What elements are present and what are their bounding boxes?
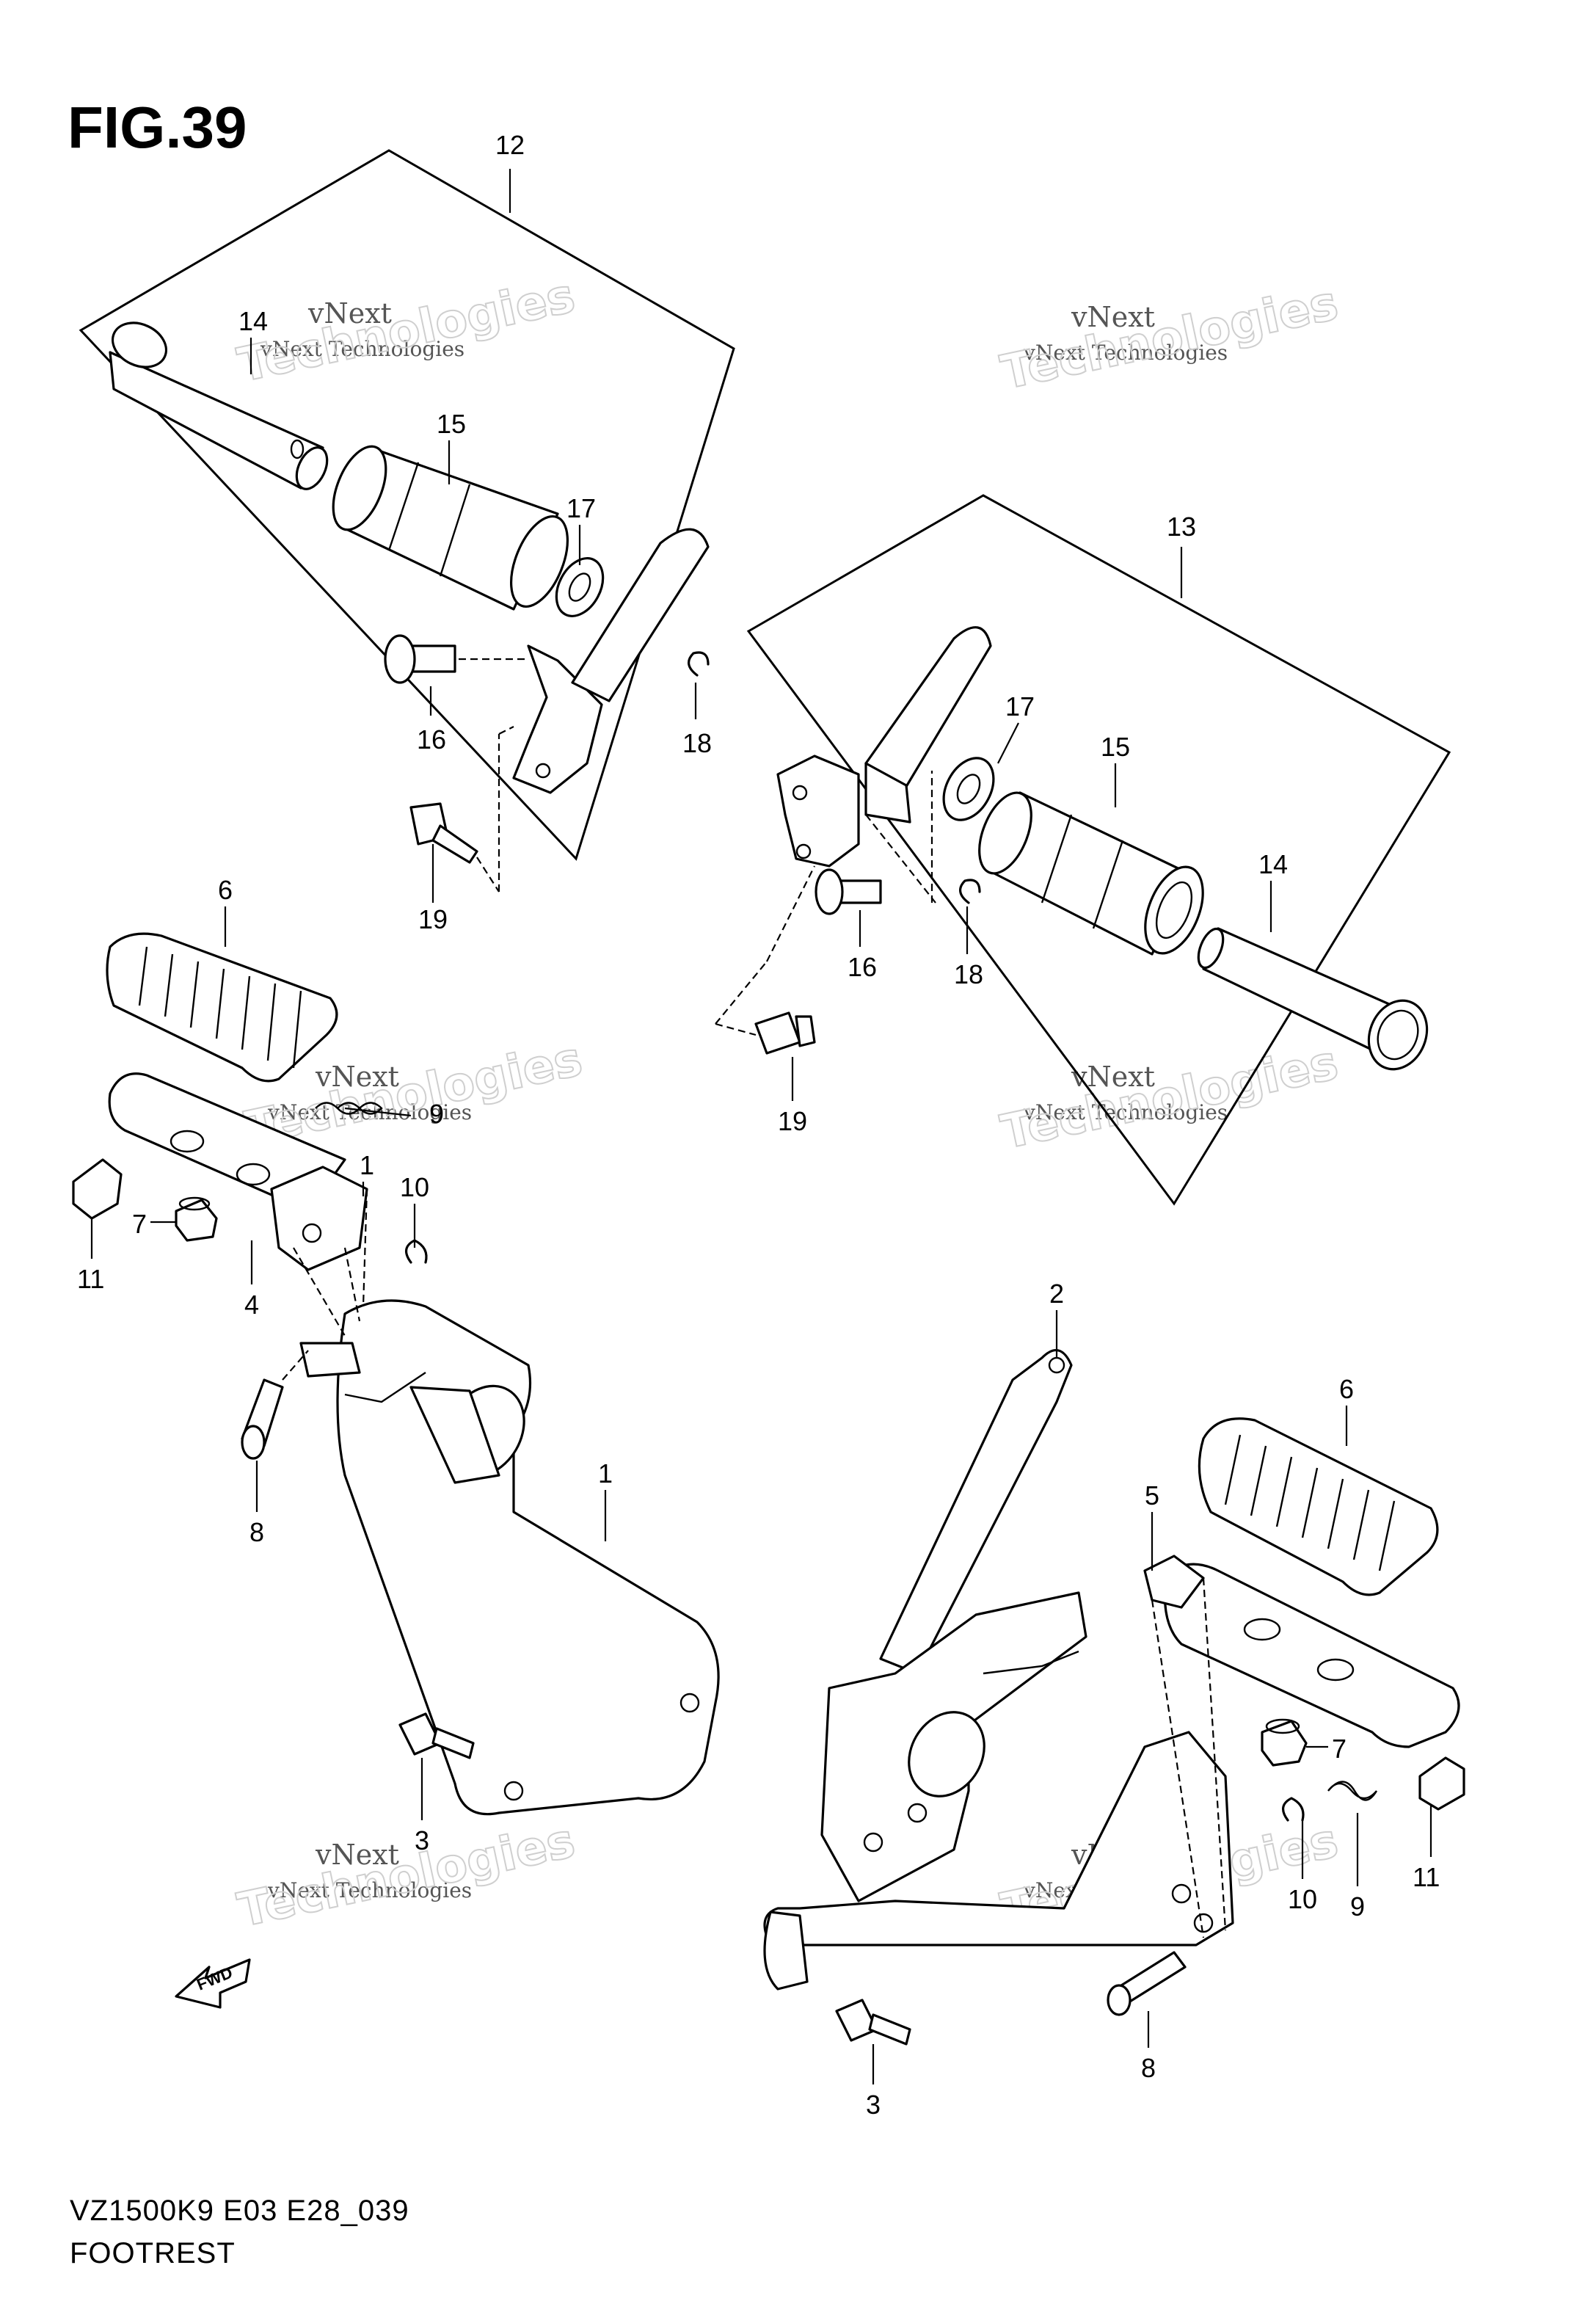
svg-text:vNext: vNext	[315, 1839, 399, 1871]
callout-17b: 17	[1005, 691, 1035, 721]
svg-text:vNext: vNext	[315, 1061, 399, 1093]
footrest-bracket-right	[763, 1591, 1234, 1991]
watermark-5: vNext vNext Technologies Technologies	[233, 1813, 580, 1938]
svg-text:vNext Technologies: vNext Technologies	[267, 1100, 472, 1124]
callout-12a: 12	[495, 130, 525, 160]
assembly-box-13	[746, 494, 1451, 1206]
footpeg-left	[108, 1072, 368, 1271]
model-code: VZ1500K9 E03 E28_039	[70, 2195, 409, 2227]
e-clip-left	[688, 651, 710, 677]
watermark-4: vNext vNext Technologies Technologies	[996, 1035, 1344, 1160]
callout-5: 5	[1145, 1480, 1159, 1511]
callout-6b: 6	[1339, 1374, 1354, 1404]
callout-18b: 18	[954, 959, 983, 989]
callout-14a: 14	[238, 306, 268, 336]
svg-text:vNext: vNext	[307, 297, 392, 330]
callout-7a: 7	[132, 1209, 147, 1239]
callout-15b: 15	[1101, 732, 1130, 762]
callout-11b: 11	[1413, 1862, 1440, 1892]
svg-text:Technologies: Technologies	[233, 1814, 580, 1938]
fwd-arrow-icon: FWD	[175, 1958, 251, 2009]
svg-text:vNext: vNext	[1071, 301, 1155, 333]
callout-4: 4	[244, 1290, 259, 1320]
nut-right	[1261, 1718, 1308, 1767]
figure-title: FIG.39	[68, 95, 247, 160]
footrest-bracket-left	[299, 1299, 720, 1816]
svg-text:vNext Technologies: vNext Technologies	[260, 337, 464, 361]
nut-left	[175, 1196, 218, 1242]
bolt-19-right	[715, 961, 816, 1055]
callout-16a: 16	[417, 724, 446, 755]
figure-caption: FOOTREST	[70, 2237, 236, 2269]
washer-right	[942, 757, 995, 821]
callout-1a: 1	[360, 1150, 374, 1180]
peg-rubber-right	[978, 791, 1204, 956]
peg-pin-right	[1197, 927, 1429, 1071]
pin-8-right	[1107, 1951, 1187, 2016]
clevis-pin-right	[815, 868, 882, 915]
callout-9a: 9	[429, 1099, 444, 1129]
spring-right	[1327, 1781, 1378, 1801]
callout-15a: 15	[437, 409, 466, 439]
e-clip-10-right	[1282, 1797, 1305, 1822]
callout-17a: 17	[566, 493, 596, 523]
callout-9b: 9	[1350, 1891, 1365, 1922]
svg-text:vNext Technologies: vNext Technologies	[1023, 341, 1228, 365]
callout-3b: 3	[866, 2090, 881, 2120]
callout-16b: 16	[848, 952, 877, 982]
svg-text:vNext Technologies: vNext Technologies	[267, 1878, 472, 1902]
e-clip-right	[959, 879, 981, 904]
callout-10a: 10	[400, 1172, 429, 1202]
callout-1b: 1	[598, 1458, 613, 1488]
callout-7b: 7	[1332, 1734, 1347, 1764]
svg-text:vNext Technologies: vNext Technologies	[1023, 1100, 1228, 1124]
footpeg-rubber-left	[106, 932, 338, 1083]
footpeg-rubber-right	[1198, 1417, 1439, 1596]
callout-3a: 3	[415, 1825, 429, 1855]
peg-bracket-right	[776, 626, 992, 868]
peg-rubber-left	[332, 445, 569, 611]
stopper-left	[72, 1158, 123, 1220]
callout-6a: 6	[218, 875, 233, 905]
peg-bracket-left	[512, 528, 710, 794]
callout-18a: 18	[682, 728, 712, 758]
e-clip-10-left	[405, 1239, 428, 1264]
spring-left	[315, 1102, 383, 1115]
callout-10b: 10	[1288, 1884, 1317, 1914]
peg-pin-left	[109, 321, 329, 490]
clevis-pin-left	[384, 634, 528, 684]
bolt-3-right	[835, 1999, 911, 2046]
callout-8b: 8	[1141, 2053, 1156, 2083]
callout-14b: 14	[1258, 849, 1288, 879]
bolt-19-left	[409, 726, 514, 893]
callout-2: 2	[1049, 1279, 1064, 1309]
pin-8-left	[241, 1350, 309, 1460]
svg-text:Technologies: Technologies	[996, 276, 1343, 400]
callout-13: 13	[1167, 512, 1196, 542]
footpeg-right	[1143, 1555, 1460, 1748]
callout-labels: 12 14 15 17 16 18 19 13 17 15 14 16 18 1…	[77, 130, 1440, 2120]
callout-19b: 19	[778, 1106, 807, 1136]
bolt-3-left	[398, 1712, 475, 1759]
callout-8a: 8	[249, 1517, 264, 1547]
callout-leaders	[90, 169, 1432, 2084]
stopper-right	[1418, 1756, 1465, 1811]
watermark-1: vNext vNext Technologies Technologies	[233, 268, 580, 393]
washer-left	[555, 557, 605, 617]
callout-19a: 19	[418, 904, 448, 934]
watermark-2: vNext vNext Technologies Technologies	[996, 275, 1344, 401]
svg-text:Technologies: Technologies	[233, 269, 580, 393]
callout-11a: 11	[77, 1264, 104, 1294]
svg-text:Technologies: Technologies	[996, 1036, 1343, 1160]
svg-text:vNext: vNext	[1071, 1061, 1155, 1093]
assembly-box-12	[79, 149, 735, 861]
